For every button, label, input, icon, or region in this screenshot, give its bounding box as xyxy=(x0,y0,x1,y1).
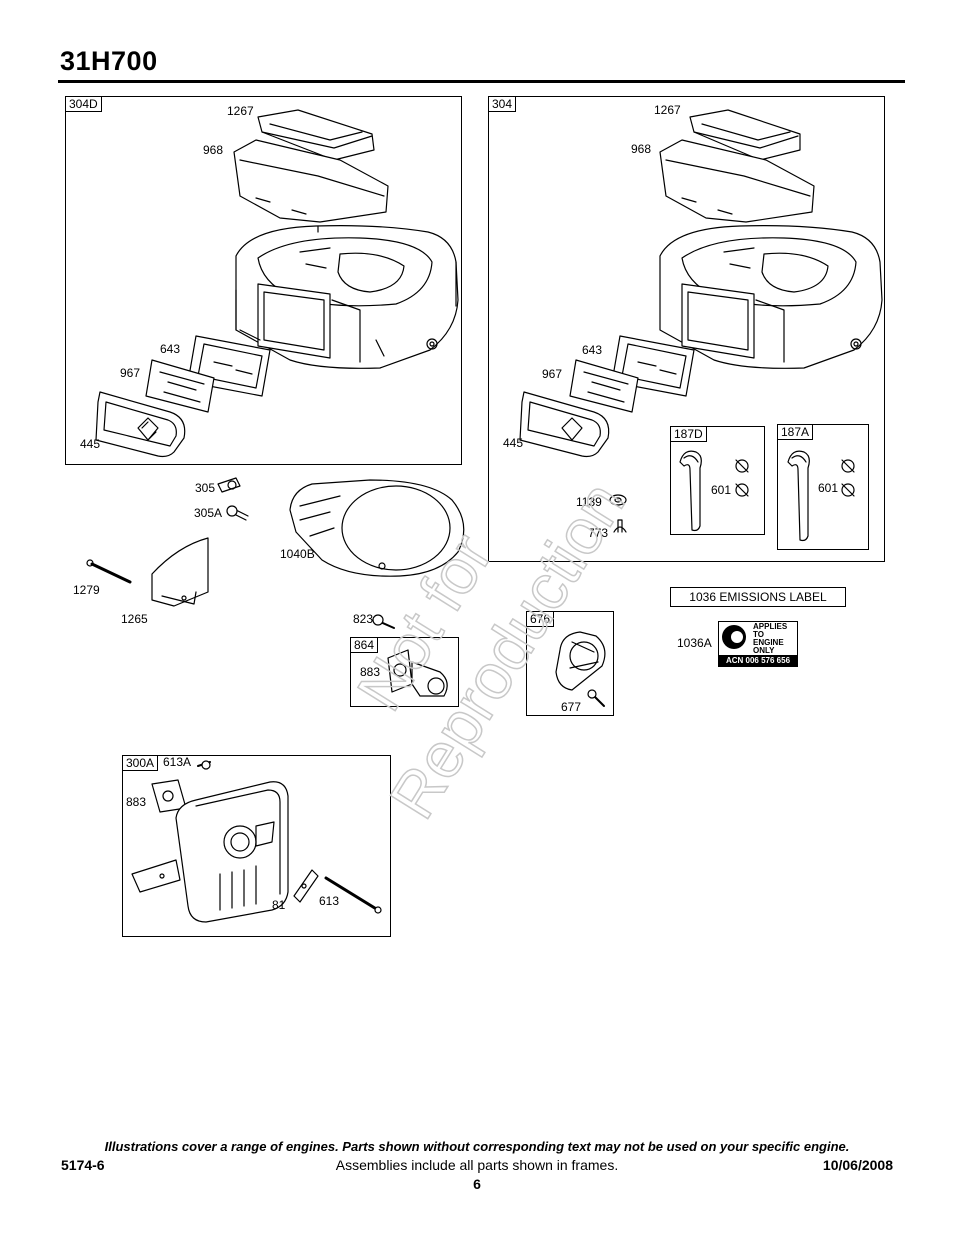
frame-304D xyxy=(65,96,462,465)
part-label: 677 xyxy=(561,700,582,714)
frame-300A xyxy=(122,755,391,937)
assemblies-note: Assemblies include all parts shown in fr… xyxy=(335,1157,619,1173)
screw-823 xyxy=(372,614,395,629)
acn-number: ACN 006 576 656 xyxy=(719,655,797,666)
breather-tube-187D xyxy=(679,450,749,532)
frame-tag-187A: 187A xyxy=(777,424,814,440)
part-label: 1279 xyxy=(73,583,100,597)
part-label: 601 xyxy=(711,483,732,497)
part-label: 613A xyxy=(163,755,192,769)
part-label: 773 xyxy=(588,526,609,540)
frame-676 xyxy=(526,611,614,716)
part-label: 601 xyxy=(818,481,839,495)
frame-tag-304D: 304D xyxy=(65,96,102,112)
part-label: 81 xyxy=(272,898,286,912)
part-label: 1036A xyxy=(677,636,712,650)
frame-187A xyxy=(777,424,869,550)
part-label: 967 xyxy=(120,366,141,380)
document-number: 5174-6 xyxy=(61,1157,105,1173)
emissions-label-title: 1036 EMISSIONS LABEL xyxy=(670,587,846,607)
part-label: 967 xyxy=(542,367,563,381)
frame-tag-304: 304 xyxy=(488,96,517,112)
emissions-logo-text: APPLIES TO ENGINE ONLY xyxy=(753,623,787,655)
part-label: 968 xyxy=(631,142,652,156)
part-label: 445 xyxy=(503,436,524,450)
page-number: 6 xyxy=(473,1176,481,1192)
part-label: 613 xyxy=(319,894,340,908)
part-label: 823 xyxy=(353,612,374,626)
frame-187D xyxy=(670,426,765,535)
muffler-assembly-300A xyxy=(131,760,382,923)
page-title: 31H700 xyxy=(60,46,158,76)
blower-housing-assembly-304D xyxy=(95,109,459,458)
part-label: 1265 xyxy=(121,612,148,626)
part-label: 305A xyxy=(194,506,223,520)
logo-line: ENGINE xyxy=(753,638,784,647)
logo-line: ONLY xyxy=(753,646,775,655)
blower-housing-assembly-304 xyxy=(519,109,883,533)
part-label: 1040B xyxy=(280,547,315,561)
part-label: 883 xyxy=(126,795,147,809)
c-tick-icon xyxy=(722,625,746,649)
part-label: 305 xyxy=(195,481,216,495)
blower-ring-1040B xyxy=(289,479,465,577)
part-label: 968 xyxy=(203,143,224,157)
logo-line: TO xyxy=(753,630,764,639)
frame-864 xyxy=(350,637,459,707)
frame-304 xyxy=(488,96,885,562)
document-date: 10/06/2008 xyxy=(822,1157,893,1173)
title-rule xyxy=(58,80,905,83)
part-label: 1267 xyxy=(654,103,681,117)
emissions-logo: APPLIES TO ENGINE ONLY ACN 006 576 656 xyxy=(718,621,798,667)
logo-line: APPLIES xyxy=(753,622,788,631)
frame-tag-864: 864 xyxy=(350,637,379,653)
frame-tag-187D: 187D xyxy=(670,426,707,442)
part-label: 883 xyxy=(360,665,381,679)
frame-tag-676: 676 xyxy=(526,611,555,627)
footer-note: Illustrations cover a range of engines. … xyxy=(104,1139,850,1154)
screws-305 xyxy=(217,477,249,521)
frame-tag-300A: 300A xyxy=(122,755,159,771)
cover-assembly-676 xyxy=(555,631,606,707)
bolt-1279 xyxy=(86,559,132,584)
breather-tube-187A xyxy=(787,450,855,542)
part-label: 643 xyxy=(160,342,181,356)
baffle-1265 xyxy=(151,537,209,607)
part-label: 445 xyxy=(80,437,101,451)
part-label: 643 xyxy=(582,343,603,357)
part-label: 1139 xyxy=(576,495,602,509)
gasket-assembly-864 xyxy=(387,649,448,697)
part-label: 1267 xyxy=(227,104,254,118)
